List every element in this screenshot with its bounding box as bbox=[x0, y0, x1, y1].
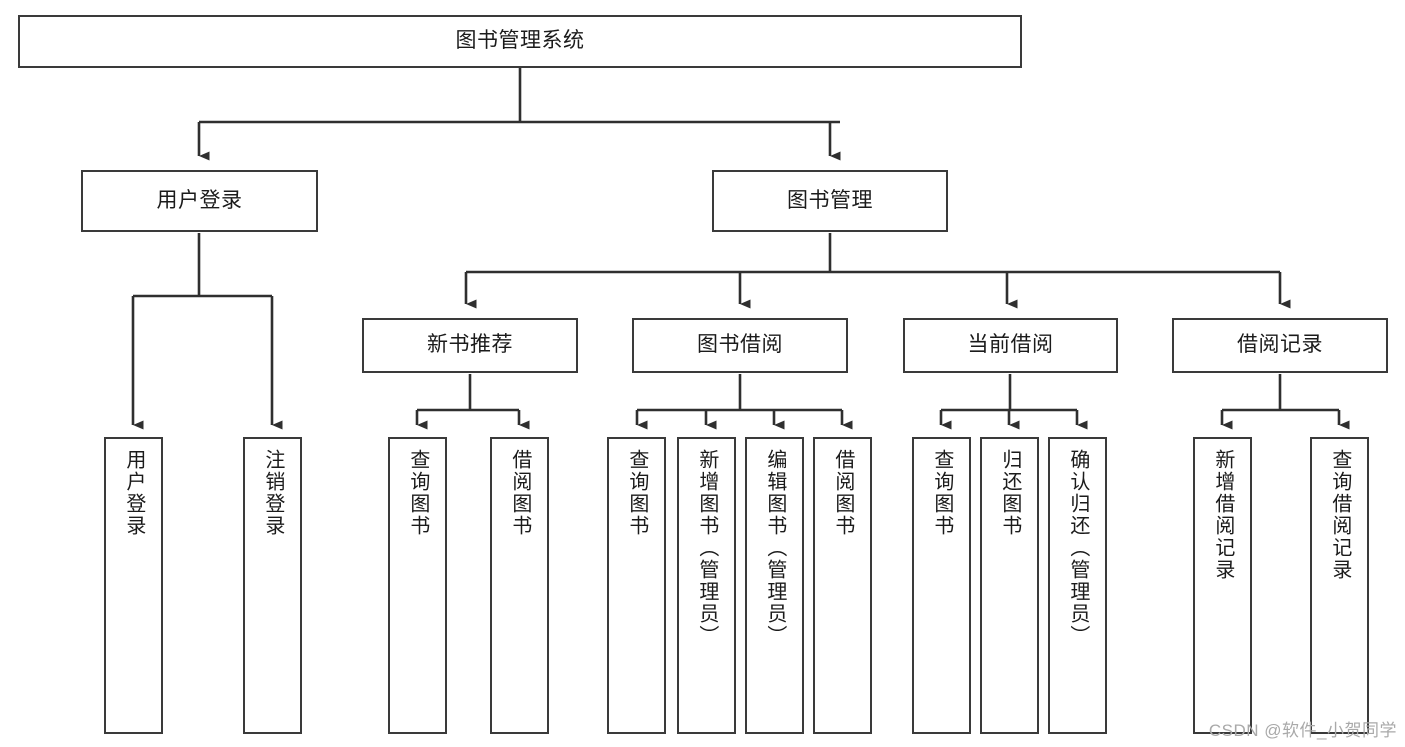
leaf-borrow-book-borrow[interactable]: 借阅图书 bbox=[813, 437, 872, 734]
leaf-logout-login[interactable]: 注销登录 bbox=[243, 437, 302, 734]
leaf-query-book-current[interactable]: 查询图书 bbox=[912, 437, 971, 734]
node-new-book-recommend[interactable]: 新书推荐 bbox=[362, 318, 578, 373]
node-current-borrow[interactable]: 当前借阅 bbox=[903, 318, 1118, 373]
leaf-confirm-return-admin[interactable]: 确认归还（管理员） bbox=[1048, 437, 1107, 734]
node-label: 借阅图书 bbox=[508, 449, 531, 537]
node-label: 用户登录 bbox=[122, 449, 145, 537]
node-borrow-record[interactable]: 借阅记录 bbox=[1172, 318, 1388, 373]
node-label: 图书借阅 bbox=[697, 333, 783, 357]
node-label: 图书管理系统 bbox=[455, 29, 585, 53]
node-label: 确认归还（管理员） bbox=[1066, 449, 1089, 647]
node-label: 图书管理 bbox=[787, 188, 873, 212]
node-label: 新增图书（管理员） bbox=[695, 449, 718, 647]
node-label: 用户登录 bbox=[156, 188, 243, 212]
node-label: 编辑图书（管理员） bbox=[763, 449, 786, 647]
leaf-query-book-new-recommend[interactable]: 查询图书 bbox=[388, 437, 447, 734]
node-root-book-management-system[interactable]: 图书管理系统 bbox=[18, 15, 1022, 68]
leaf-return-book[interactable]: 归还图书 bbox=[980, 437, 1039, 734]
leaf-add-book-admin[interactable]: 新增图书（管理员） bbox=[677, 437, 736, 734]
node-label: 查询图书 bbox=[625, 449, 648, 537]
node-label: 注销登录 bbox=[261, 449, 284, 537]
node-label: 新书推荐 bbox=[427, 333, 513, 357]
leaf-query-book-borrow[interactable]: 查询图书 bbox=[607, 437, 666, 734]
leaf-add-borrow-record[interactable]: 新增借阅记录 bbox=[1193, 437, 1252, 734]
node-label: 查询借阅记录 bbox=[1328, 449, 1351, 581]
node-label: 借阅记录 bbox=[1237, 333, 1323, 357]
node-label: 借阅图书 bbox=[831, 449, 854, 537]
node-label: 新增借阅记录 bbox=[1211, 449, 1234, 581]
node-user-login[interactable]: 用户登录 bbox=[81, 170, 318, 232]
node-label: 归还图书 bbox=[998, 449, 1021, 537]
leaf-edit-book-admin[interactable]: 编辑图书（管理员） bbox=[745, 437, 804, 734]
node-book-management[interactable]: 图书管理 bbox=[712, 170, 948, 232]
node-label: 查询图书 bbox=[930, 449, 953, 537]
node-label: 查询图书 bbox=[406, 449, 429, 537]
leaf-query-borrow-record[interactable]: 查询借阅记录 bbox=[1310, 437, 1369, 734]
leaf-user-login[interactable]: 用户登录 bbox=[104, 437, 163, 734]
node-book-borrow[interactable]: 图书借阅 bbox=[632, 318, 848, 373]
node-label: 当前借阅 bbox=[967, 333, 1054, 357]
leaf-borrow-book-new-recommend[interactable]: 借阅图书 bbox=[490, 437, 549, 734]
